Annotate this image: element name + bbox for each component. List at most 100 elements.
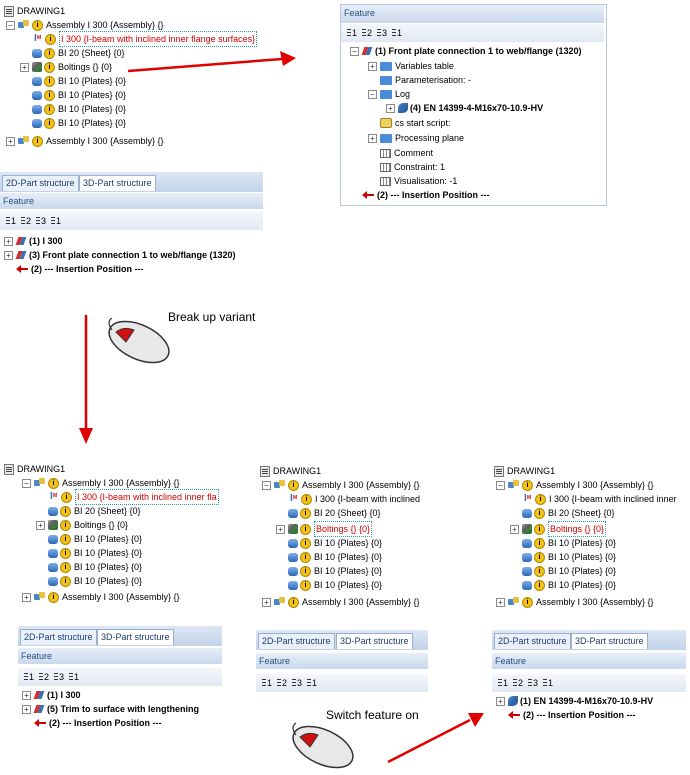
expand-icon[interactable]: + (262, 597, 271, 607)
sort-toggle-button[interactable]: 1 (69, 672, 79, 682)
sort-3-button[interactable]: 3 (54, 672, 64, 682)
collapse-icon[interactable]: − (496, 480, 505, 490)
feature-detail-plane[interactable]: +Processing plane (368, 131, 464, 145)
feature-detail-insertion[interactable]: (2) --- Insertion Position --- (362, 188, 490, 202)
feature-detail-script[interactable]: cs start script: (380, 116, 451, 130)
expand-icon[interactable]: + (36, 520, 45, 530)
sort-1-button[interactable]: 1 (24, 672, 34, 682)
tree-item-beam[interactable]: iI 300 {I-beam with inclined inner (522, 491, 677, 506)
expand-icon[interactable]: + (6, 136, 15, 146)
feature-detail-log[interactable]: −Log (368, 87, 410, 101)
feature-item[interactable]: +(1) EN 14399-4-M16x70-10.9-HV (496, 694, 653, 708)
expand-icon[interactable]: + (276, 524, 285, 534)
expand-icon[interactable]: + (368, 133, 377, 143)
expand-icon[interactable]: + (368, 61, 377, 71)
tab-3d-part-structure[interactable]: 3D-Part structure (571, 633, 648, 649)
sort-1-button[interactable]: 1 (498, 678, 508, 688)
collapse-icon[interactable]: − (6, 20, 15, 30)
tree-root[interactable]: DRAWING1 (4, 4, 65, 18)
tab-3d-part-structure[interactable]: 3D-Part structure (336, 633, 413, 649)
expand-icon[interactable]: + (386, 103, 395, 113)
expand-icon[interactable]: + (22, 592, 31, 602)
feature-detail-comment[interactable]: Comment (380, 146, 433, 160)
feature-item-insertion[interactable]: (2) --- Insertion Position --- (34, 716, 162, 730)
tab-3d-part-structure[interactable]: 3D-Part structure (79, 175, 156, 191)
collapse-icon[interactable]: − (368, 89, 377, 99)
tree-root[interactable]: DRAWING1 (4, 462, 65, 476)
sort-2-button[interactable]: 2 (21, 216, 31, 226)
tab-2d-part-structure[interactable]: 2D-Part structure (258, 633, 335, 649)
sort-toggle-button[interactable]: 1 (51, 216, 61, 226)
sort-3-button[interactable]: 3 (292, 678, 302, 688)
expand-icon[interactable]: + (4, 250, 13, 260)
sort-2-button[interactable]: 2 (277, 678, 287, 688)
sort-toggle-button[interactable]: 1 (307, 678, 317, 688)
sort-2-button[interactable]: 2 (39, 672, 49, 682)
tab-2d-part-structure[interactable]: 2D-Part structure (20, 629, 97, 645)
expand-icon[interactable]: + (22, 704, 31, 714)
sort-2-button[interactable]: 2 (362, 28, 372, 38)
collapse-icon[interactable]: − (350, 46, 359, 56)
feature-detail-root[interactable]: −(1) Front plate connection 1 to web/fla… (350, 44, 582, 58)
tree-root[interactable]: DRAWING1 (494, 464, 555, 478)
tab-3d-part-structure[interactable]: 3D-Part structure (97, 629, 174, 645)
feature-detail-en[interactable]: +(4) EN 14399-4-M16x70-10.9-HV (386, 101, 543, 115)
sort-1-button[interactable]: 1 (6, 216, 16, 226)
tree-item-beam[interactable]: iI 300 {I-beam with inclined inner flang… (32, 31, 258, 47)
tree-root[interactable]: DRAWING1 (260, 464, 321, 478)
feature-detail-variables[interactable]: +Variables table (368, 59, 454, 73)
sort-toggle-button[interactable]: 1 (543, 678, 553, 688)
sort-1-button[interactable]: 1 (347, 28, 357, 38)
expand-icon[interactable]: + (496, 597, 505, 607)
feature-item[interactable]: +(5) Trim to surface with lengthening (22, 702, 199, 716)
sort-3-button[interactable]: 3 (377, 28, 387, 38)
sort-3-button[interactable]: 3 (528, 678, 538, 688)
feature-item[interactable]: +(3) Front plate connection 1 to web/fla… (4, 248, 236, 262)
feature-detail-visualisation[interactable]: Visualisation: -1 (380, 174, 457, 188)
feature-item-insertion[interactable]: (2) --- Insertion Position --- (16, 262, 144, 276)
feature-item[interactable]: +(1) I 300 (22, 688, 81, 702)
tree-item-beam[interactable]: iI 300 {I-beam with inclined inner fla (48, 489, 219, 505)
tree-item-beam[interactable]: iI 300 {I-beam with inclined (288, 491, 420, 506)
expand-icon[interactable]: + (20, 62, 29, 72)
expand-icon[interactable]: + (22, 690, 31, 700)
tab-2d-part-structure[interactable]: 2D-Part structure (494, 633, 571, 649)
expand-icon[interactable]: + (496, 696, 505, 706)
tab-2d-part-structure[interactable]: 2D-Part structure (2, 175, 79, 191)
expand-icon[interactable]: + (4, 236, 13, 246)
collapse-icon[interactable]: − (22, 478, 31, 488)
collapse-icon[interactable]: − (262, 480, 271, 490)
feature-item[interactable]: +(1) I 300 (4, 234, 63, 248)
feature-item-insertion[interactable]: (2) --- Insertion Position --- (508, 708, 636, 722)
